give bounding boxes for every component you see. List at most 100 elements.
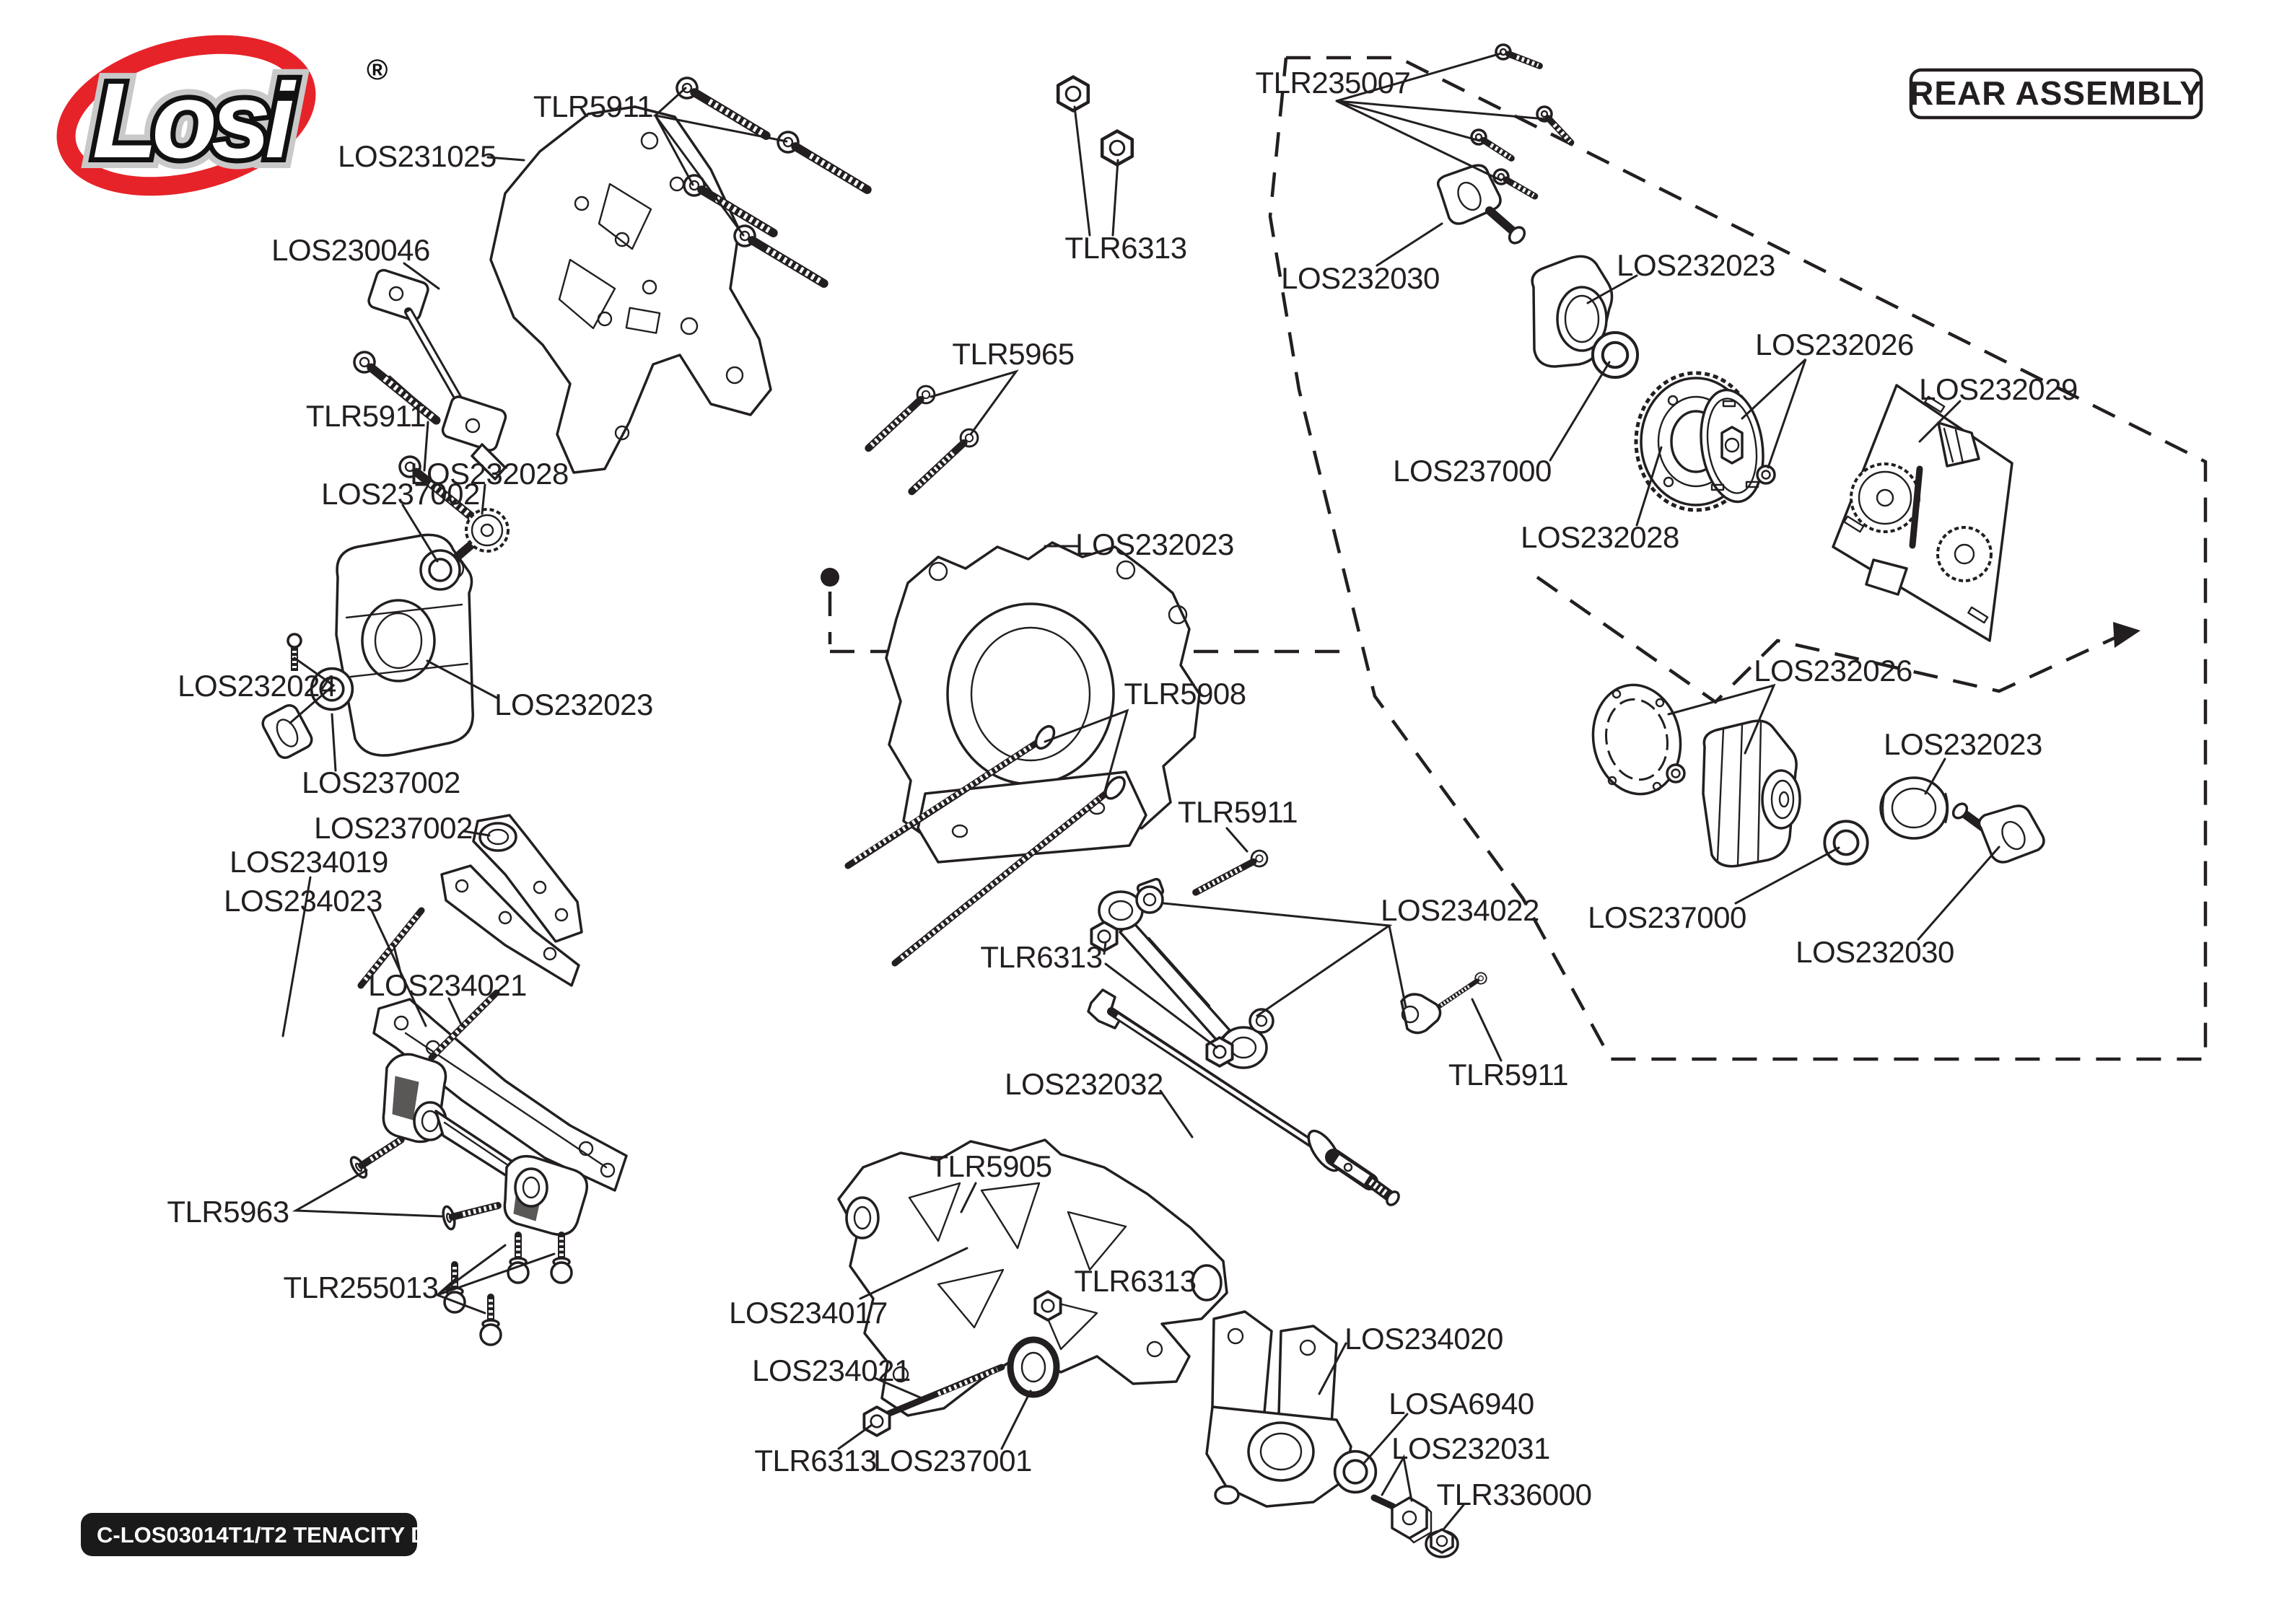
- tlr6313-nut-1: [1058, 77, 1088, 111]
- part-label-los234017: LOS234017: [729, 1296, 888, 1330]
- diff-oring-r1: [1756, 465, 1776, 485]
- hinge-pin-long-2: [891, 776, 1126, 967]
- diff-oring-r2: [1666, 763, 1686, 784]
- leader-lines: [281, 52, 2000, 1531]
- tlr5965-screw-1: [862, 382, 938, 455]
- body-mount-sketch: [367, 268, 507, 480]
- part-label-los234019: LOS234019: [229, 845, 388, 879]
- driveshaft-sketch: [1087, 988, 1400, 1206]
- tlr5911-screw-1: [673, 74, 771, 144]
- part-label-tlr5963: TLR5963: [167, 1195, 289, 1229]
- part-label-tlr6313-right: TLR6313: [1074, 1264, 1196, 1298]
- part-label-losa6940: LOSA6940: [1389, 1387, 1534, 1421]
- part-label-los232030-r1: LOS232030: [1281, 261, 1440, 295]
- pivot-plate-a-sketch: [472, 814, 583, 943]
- los237000-bearing-r2: [1823, 820, 1869, 866]
- part-label-los237002-a: LOS237002: [321, 477, 480, 511]
- diff-collar-r2-sketch: [1879, 776, 1949, 840]
- pivot-mount-assembly-sketch: [382, 1053, 588, 1236]
- pivot-ball-a: [1135, 877, 1165, 914]
- part-label-los237002-c: LOS237002: [314, 811, 473, 845]
- part-label-los232023-left: LOS232023: [494, 688, 653, 721]
- pivot-plate-b-sketch: [440, 864, 580, 987]
- part-label-los231025: LOS231025: [338, 139, 497, 173]
- part-label-tlr5908: TLR5908: [1124, 677, 1246, 711]
- hinge-pin-short-2: [428, 989, 500, 1061]
- part-label-los237001: LOS237001: [873, 1444, 1032, 1478]
- diff-cup-r1-sketch: [1531, 255, 1614, 368]
- boundary-outline: [1268, 56, 2208, 1061]
- part-label-los237000-r1: LOS237000: [1393, 454, 1552, 488]
- part-label-los232032: LOS232032: [1005, 1067, 1163, 1101]
- outdrive-r2-sketch: [1951, 802, 2045, 864]
- diff-gasket-sketch: [1591, 683, 1682, 796]
- part-label-los232028-r1: LOS232028: [1521, 520, 1679, 554]
- part-label-tlr5911-left: TLR5911: [306, 399, 426, 433]
- divider-arrow-icon: [2113, 622, 2140, 648]
- boundary-divider: [1536, 576, 2119, 704]
- part-label-los230046: LOS230046: [271, 233, 430, 267]
- part-label-los232023-case: LOS232023: [1075, 527, 1234, 561]
- hub-carrier-sketch: [1205, 1310, 1352, 1508]
- part-label-tlr5965: TLR5965: [952, 337, 1074, 371]
- axle-pin-sketch: [1370, 1494, 1396, 1510]
- pivot-ball-b: [1248, 1008, 1274, 1034]
- part-label-tlr255013: TLR255013: [284, 1270, 439, 1304]
- part-label-los234020: LOS234020: [1344, 1322, 1503, 1356]
- tlr255013-ballstud-2: [551, 1235, 572, 1283]
- wheel-hex-sketch: [1391, 1496, 1433, 1544]
- hinge-pin-short-1: [357, 907, 425, 989]
- tlr6313-nut-low: [862, 1405, 891, 1437]
- arm-hinge-pin-sketch: [884, 1364, 1005, 1418]
- tlr5911-screw-right: [1435, 970, 1488, 1011]
- logo-text-halo: Losi: [92, 61, 297, 180]
- page-title: REAR ASSEMBLY: [1910, 74, 2203, 112]
- hinge-brace-sketch: [372, 998, 628, 1192]
- part-label-los237000-r2: LOS237000: [1588, 900, 1746, 934]
- tlr255013-ballstud-1: [508, 1235, 528, 1283]
- tlr235007-screw-2: [1534, 104, 1576, 147]
- part-label-los232023-r1: LOS232023: [1617, 248, 1775, 282]
- hinge-pin-long-1: [844, 724, 1056, 869]
- camber-link-sketch: [1098, 890, 1268, 1069]
- part-label-tlr5911-right: TLR5911: [1448, 1058, 1568, 1092]
- flange-nut-sketch: [1425, 1528, 1459, 1558]
- tlr5911-screw-center: [1192, 848, 1270, 899]
- diff-housing-r2-sketch: [1702, 719, 1801, 868]
- part-label-los232024: LOS232024: [178, 669, 336, 703]
- rear-assembly-title-box: REAR ASSEMBLY: [1909, 68, 2203, 120]
- logo-text-outline: Losi: [92, 61, 297, 180]
- drive-coupler-sketch: [261, 704, 313, 759]
- tlr255013-ballstud-4: [481, 1297, 501, 1345]
- tlr6313-nut-right: [1033, 1290, 1062, 1322]
- part-label-los234021-low: LOS234021: [752, 1353, 911, 1387]
- part-label-tlr6313-center: TLR6313: [980, 940, 1102, 974]
- shock-tower-sketch: [489, 105, 772, 474]
- logo-text: Losi: [92, 61, 297, 180]
- part-label-tlr5911-center: TLR5911: [1178, 795, 1298, 829]
- diff-plate-r1-sketch: [1700, 388, 1764, 504]
- part-label-tlr5905: TLR5905: [930, 1149, 1051, 1183]
- tlr5965-screw-2: [906, 426, 981, 498]
- set-screw-sketch: [287, 633, 302, 671]
- part-label-los232023-r2: LOS232023: [1884, 727, 2042, 761]
- part-label-los232026-r1: LOS232026: [1755, 328, 1914, 361]
- outdrive-r1-sketch: [1436, 164, 1526, 245]
- logo-registered-mark: ®: [367, 54, 388, 86]
- los237002-bearing-1: [419, 549, 461, 591]
- pivot-ball-cup: [1400, 993, 1442, 1035]
- part-label-los232026-r2: LOS232026: [1754, 654, 1912, 688]
- part-label-los237002-b: LOS237002: [302, 765, 460, 799]
- tlr235007-screw-3: [1469, 127, 1516, 164]
- part-label-tlr235007: TLR235007: [1256, 66, 1411, 100]
- part-label-tlr5911-top: TLR5911: [533, 89, 653, 123]
- part-label-tlr6313-top: TLR6313: [1064, 231, 1186, 265]
- footer-part-code: C-LOS03014T1/T2 TENACITY Desert Buggy RT…: [97, 1522, 608, 1548]
- part-label-tlr336000: TLR336000: [1437, 1478, 1592, 1511]
- detail-dot: [821, 568, 839, 587]
- los237000-bearing-r1: [1593, 333, 1637, 377]
- part-label-los234022: LOS234022: [1381, 893, 1539, 927]
- tlr5911-screw-2: [774, 128, 873, 198]
- logo-swoosh-icon: [56, 35, 316, 196]
